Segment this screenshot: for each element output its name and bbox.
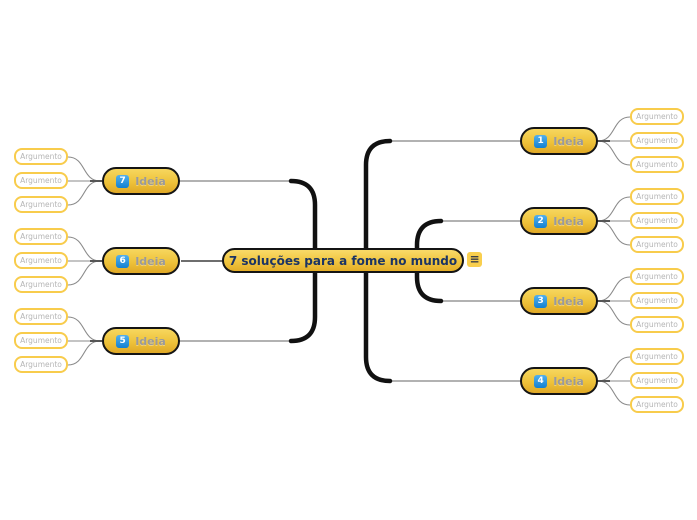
idea-number-badge: 2: [534, 214, 548, 228]
idea-number-badge: 1: [534, 134, 548, 148]
idea-label: Ideia: [135, 254, 166, 268]
argument-node[interactable]: Argumento: [14, 172, 68, 189]
idea-number-badge: 4: [534, 374, 548, 388]
idea-number-badge: 3: [534, 294, 548, 308]
idea-node-6[interactable]: 6 Ideia: [102, 247, 180, 275]
argument-node[interactable]: Argumento: [630, 236, 684, 253]
argument-node[interactable]: Argumento: [14, 332, 68, 349]
idea-label: Ideia: [135, 174, 166, 188]
argument-node[interactable]: Argumento: [630, 108, 684, 125]
idea-node-1[interactable]: 1 Ideia: [520, 127, 598, 155]
argument-node[interactable]: Argumento: [14, 196, 68, 213]
argument-node[interactable]: Argumento: [630, 348, 684, 365]
idea-node-4[interactable]: 4 Ideia: [520, 367, 598, 395]
central-topic[interactable]: 7 soluções para a fome no mundo: [222, 248, 464, 273]
argument-node[interactable]: Argumento: [630, 292, 684, 309]
idea-label: Ideia: [553, 294, 584, 308]
idea-node-5[interactable]: 5 Ideia: [102, 327, 180, 355]
idea-label: Ideia: [553, 214, 584, 228]
argument-node[interactable]: Argumento: [630, 268, 684, 285]
idea-label: Ideia: [135, 334, 166, 348]
argument-node[interactable]: Argumento: [630, 132, 684, 149]
idea-node-3[interactable]: 3 Ideia: [520, 287, 598, 315]
idea-number-badge: 6: [116, 254, 130, 268]
argument-node[interactable]: Argumento: [14, 228, 68, 245]
argument-node[interactable]: Argumento: [14, 252, 68, 269]
argument-node[interactable]: Argumento: [630, 156, 684, 173]
argument-node[interactable]: Argumento: [630, 372, 684, 389]
argument-node[interactable]: Argumento: [630, 212, 684, 229]
argument-node[interactable]: Argumento: [14, 308, 68, 325]
argument-node[interactable]: Argumento: [14, 148, 68, 165]
idea-node-2[interactable]: 2 Ideia: [520, 207, 598, 235]
argument-node[interactable]: Argumento: [14, 356, 68, 373]
argument-node[interactable]: Argumento: [630, 188, 684, 205]
idea-label: Ideia: [553, 374, 584, 388]
idea-label: Ideia: [553, 134, 584, 148]
argument-node[interactable]: Argumento: [630, 396, 684, 413]
argument-node[interactable]: Argumento: [14, 276, 68, 293]
idea-number-badge: 7: [116, 174, 130, 188]
idea-node-7[interactable]: 7 Ideia: [102, 167, 180, 195]
idea-number-badge: 5: [116, 334, 130, 348]
hamburger-menu-icon[interactable]: ≡: [467, 252, 482, 267]
argument-node[interactable]: Argumento: [630, 316, 684, 333]
